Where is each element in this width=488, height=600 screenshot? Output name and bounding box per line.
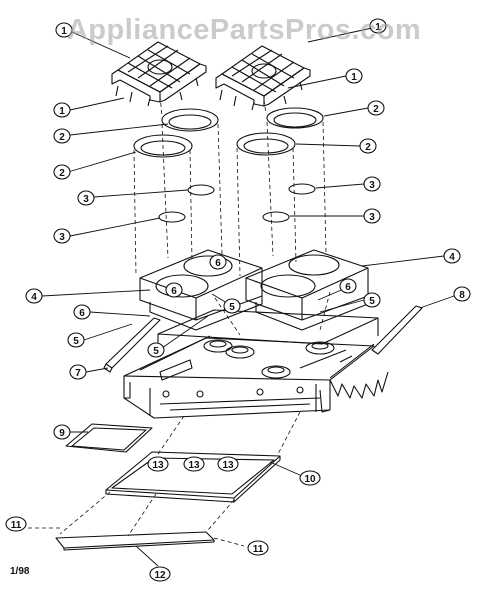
drip-tray [65,423,153,453]
callout-6-d: 6 [339,278,357,294]
svg-text:1: 1 [61,26,67,37]
svg-text:2: 2 [59,168,65,179]
svg-text:12: 12 [154,570,166,581]
callout-13-c: 13 [217,456,239,472]
svg-text:13: 13 [188,460,200,471]
svg-text:1: 1 [59,106,65,117]
leader-lines [41,27,455,567]
callout-10: 10 [299,470,321,486]
callout-5-b: 5 [147,342,165,358]
callout-3-b: 3 [53,228,71,244]
alignment-lines [133,95,331,336]
svg-text:5: 5 [73,336,79,347]
callout-11-left: 11 [5,516,27,532]
trim-strips [103,305,423,373]
svg-text:11: 11 [253,544,264,555]
callout-3-a: 3 [77,190,95,206]
lower-alignment-lines [28,411,301,547]
svg-text:5: 5 [369,296,375,307]
callout-13-b: 13 [183,456,205,472]
svg-text:2: 2 [59,132,65,143]
callout-6-a: 6 [209,254,227,270]
svg-text:7: 7 [75,368,81,379]
callout-5-a: 5 [67,332,85,348]
svg-text:2: 2 [373,104,379,115]
callout-7: 7 [69,364,87,380]
svg-text:5: 5 [229,302,235,313]
callout-4-left: 4 [25,288,43,304]
svg-text:1: 1 [351,72,357,83]
svg-text:13: 13 [152,460,164,471]
grate-left [111,41,207,107]
svg-text:4: 4 [449,252,455,263]
svg-text:5: 5 [153,346,159,357]
svg-text:6: 6 [171,286,177,297]
bottom-trim-bar [55,531,215,551]
callout-9: 9 [53,424,71,440]
svg-text:6: 6 [215,258,221,269]
callout-11-right: 11 [247,540,269,556]
callout-3-d: 3 [363,208,381,224]
callout-5-c: 5 [223,298,241,314]
callout-badges: 1 1 1 1 2 2 2 2 3 3 3 3 4 4 5 5 5 5 6 6 … [5,18,471,582]
svg-text:3: 3 [369,180,375,191]
svg-text:4: 4 [31,292,37,303]
callout-6-c: 6 [73,304,91,320]
svg-text:3: 3 [83,194,89,205]
svg-text:9: 9 [59,428,65,439]
callout-4-right: 4 [443,248,461,264]
callout-2-d: 2 [359,138,377,154]
svg-text:11: 11 [11,520,22,531]
callout-1-left: 1 [53,102,71,118]
callout-1-top-right: 1 [369,18,387,34]
callout-8: 8 [453,286,471,302]
callout-1-top-left: 1 [55,22,73,38]
callout-1-right: 1 [345,68,363,84]
callout-12: 12 [149,566,171,582]
burner-box-chassis [123,309,389,419]
frame-panel [105,451,281,503]
callout-2-a: 2 [53,128,71,144]
callout-2-b: 2 [53,164,71,180]
svg-text:2: 2 [365,142,371,153]
burner-rings [133,107,324,158]
svg-text:6: 6 [79,308,85,319]
callout-3-c: 3 [363,176,381,192]
svg-text:8: 8 [459,290,465,301]
svg-text:10: 10 [304,474,316,485]
svg-text:1: 1 [375,22,381,33]
svg-text:3: 3 [59,232,65,243]
callout-6-b: 6 [165,282,183,298]
callout-2-c: 2 [367,100,385,116]
callout-13-a: 13 [147,456,169,472]
callout-5-d: 5 [363,292,381,308]
cooktop-module-left [139,249,263,331]
svg-text:6: 6 [345,282,351,293]
grate-right [215,45,311,111]
site-watermark: AppliancePartsPros.com [66,14,422,46]
revision-code: 1/98 [10,566,30,577]
svg-text:13: 13 [222,460,234,471]
svg-text:3: 3 [369,212,375,223]
